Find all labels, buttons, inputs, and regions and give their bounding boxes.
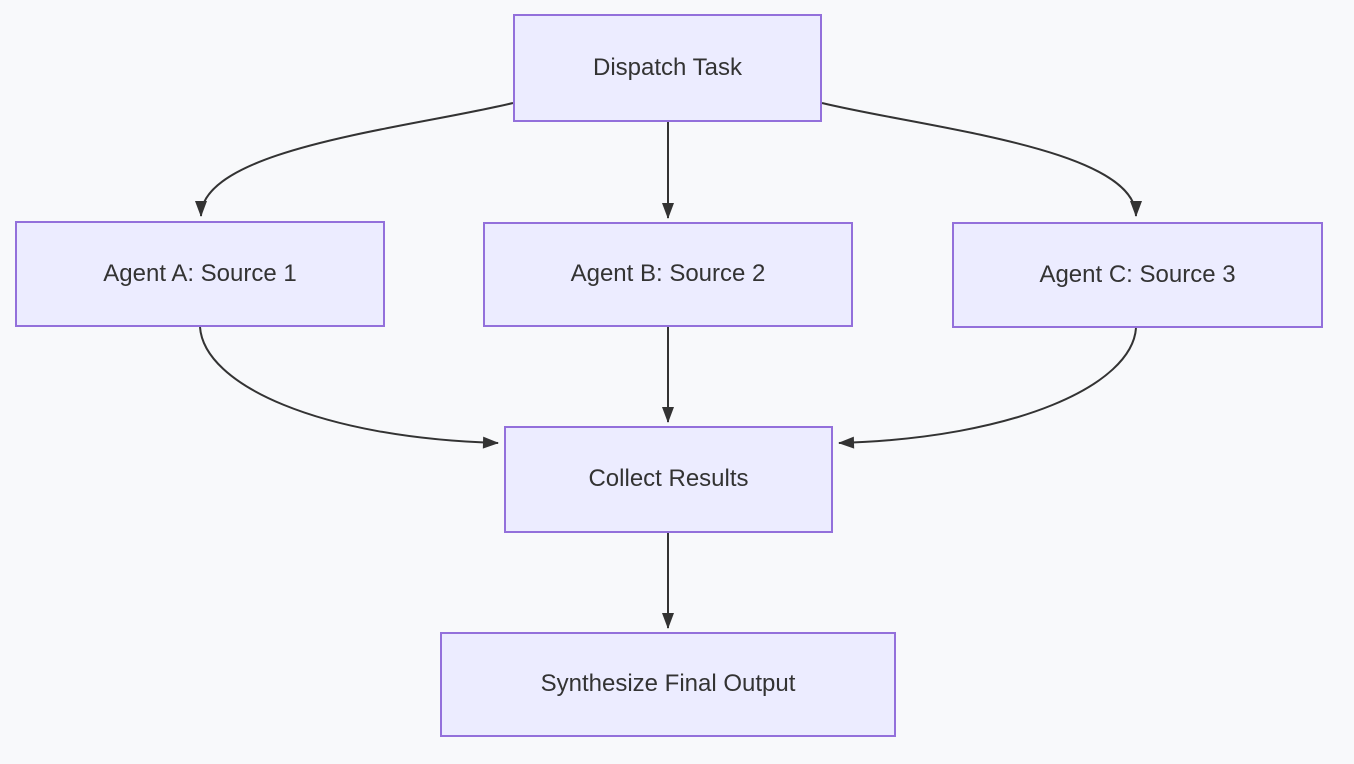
edge-agent-c-to-collect [838, 327, 1137, 449]
node-synthesize-final-output-label: Synthesize Final Output [540, 670, 796, 698]
node-agent-a-source-1: Agent A: Source 1 [15, 221, 385, 327]
node-agent-b-source-2: Agent B: Source 2 [483, 222, 853, 327]
node-agent-b-source-2-label: Agent B: Source 2 [570, 260, 766, 288]
edge-dispatch-to-agent-c [821, 102, 1142, 217]
node-agent-a-source-1-label: Agent A: Source 1 [103, 259, 297, 287]
node-dispatch-task: Dispatch Task [513, 14, 822, 122]
node-agent-c-source-3-label: Agent C: Source 3 [1039, 260, 1236, 288]
node-collect-results-label: Collect Results [588, 465, 749, 493]
node-synthesize-final-output: Synthesize Final Output [440, 632, 896, 737]
edge-agent-a-to-collect [199, 326, 499, 449]
edge-dispatch-to-agent-a [195, 102, 514, 217]
node-dispatch-task-label: Dispatch Task [593, 53, 742, 81]
node-collect-results: Collect Results [504, 426, 833, 533]
node-agent-c-source-3: Agent C: Source 3 [952, 222, 1323, 328]
